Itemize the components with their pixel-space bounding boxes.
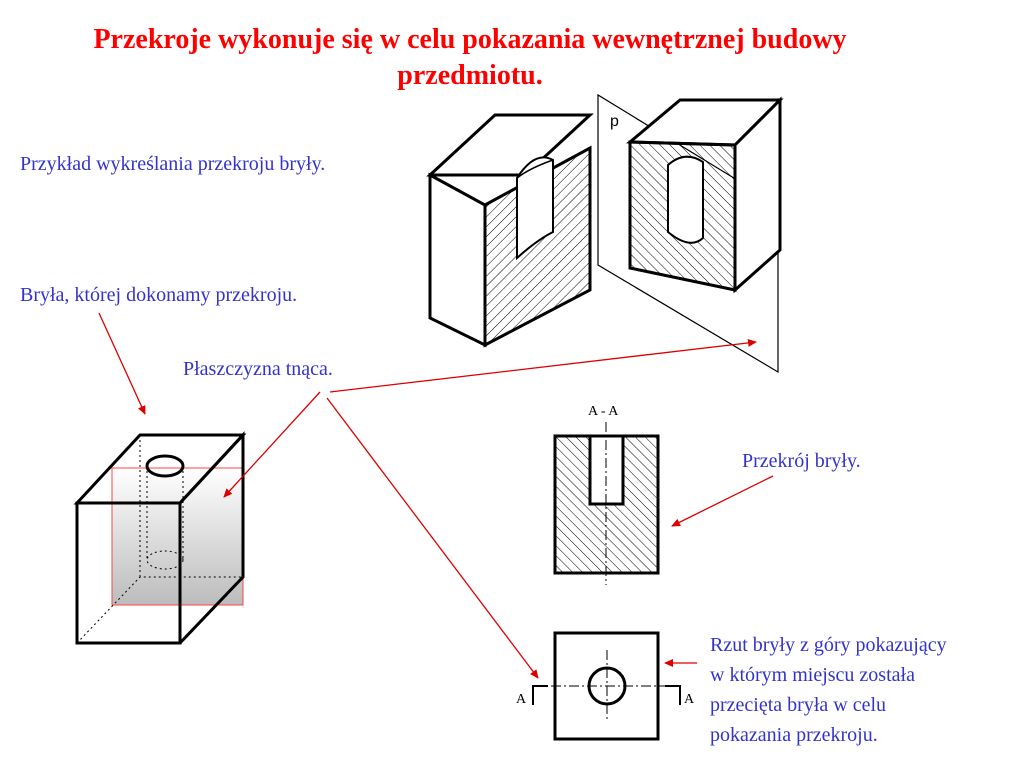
section-view xyxy=(553,422,660,585)
caption-cutting-plane: Płaszczyzna tnąca. xyxy=(183,358,333,380)
section-mark-right xyxy=(665,685,681,705)
solid-block xyxy=(73,431,247,645)
arrow-section xyxy=(671,475,774,527)
caption-top-view: Rzut bryły z góry pokazujący w którym mi… xyxy=(710,630,947,750)
caption-section: Przekrój bryły. xyxy=(742,450,861,472)
arrow-plane-to-solid xyxy=(223,391,321,498)
pointer-arrows xyxy=(98,312,774,679)
cut-block-right xyxy=(597,93,784,374)
caption-top-view-line: w którym miejscu została xyxy=(710,664,915,686)
section-name-label: A - A xyxy=(588,404,619,419)
caption-example: Przykład wykreślania przekroju bryły. xyxy=(20,153,326,175)
page-title: Przekroje wykonuje się w celu pokazania … xyxy=(93,24,847,91)
cut-block-left xyxy=(426,113,594,348)
arrow-plane-to-3d xyxy=(329,338,757,393)
section-mark-right-label: A xyxy=(684,692,695,707)
cutting-plane xyxy=(111,467,244,606)
section-mark-left xyxy=(532,685,548,705)
caption-solid: Bryła, której dokonamy przekroju. xyxy=(20,284,298,306)
section-mark-left-label: A xyxy=(516,692,527,707)
caption-top-view-line: pokazania przekroju. xyxy=(710,724,878,746)
plane-letter-label: p xyxy=(610,113,619,130)
arrow-plane-to-view xyxy=(326,397,539,679)
top-view xyxy=(532,631,681,741)
caption-top-view-line: przecięta bryła w celu xyxy=(710,694,887,716)
arrow-solid xyxy=(98,312,146,415)
caption-top-view-line: Rzut bryły z góry pokazujący xyxy=(710,634,947,656)
